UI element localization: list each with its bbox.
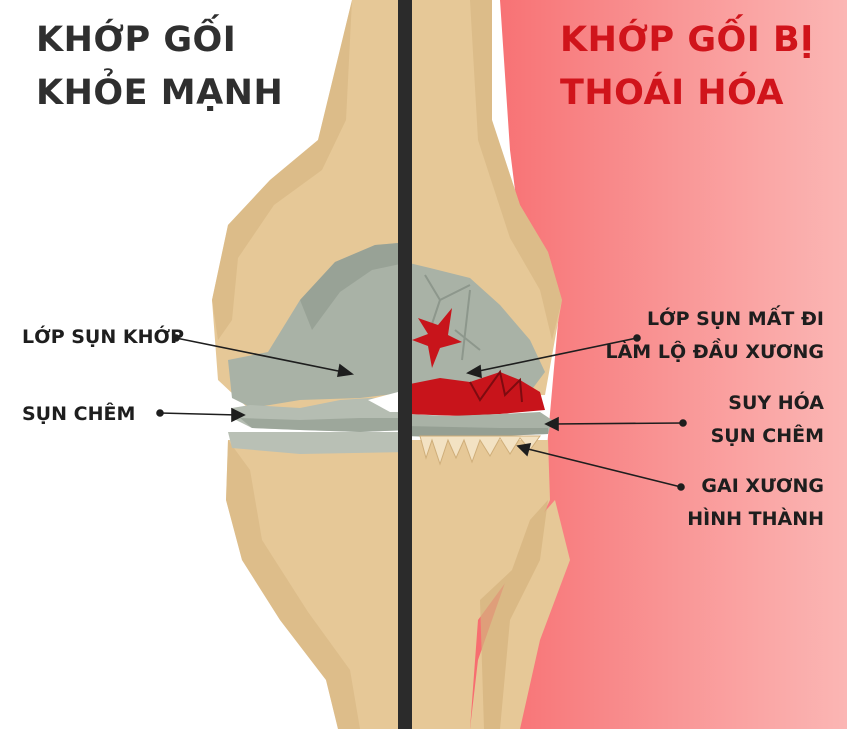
exposed-bone-damage (412, 308, 462, 368)
degenerated-knee (405, 0, 570, 729)
leader-lines (156, 334, 687, 491)
healthy-knee-title: KHỚP GỐI KHỎE MẠNH (36, 14, 283, 120)
label-bone-spurs-line-2: HÌNH THÀNH (687, 508, 824, 530)
healthy-tibia (226, 440, 405, 729)
label-bone-spurs: GAI XƯƠNG HÌNH THÀNH (687, 470, 824, 536)
label-cartilage-lost: LỚP SỤN MẤT ĐI LÀM LỘ ĐẦU XƯƠNG (606, 303, 825, 369)
center-divider (398, 0, 412, 729)
label-cartilage-lost-line-1: LỚP SỤN MẤT ĐI (646, 308, 824, 330)
label-joint-cartilage: LỚP SỤN KHỚP (22, 326, 185, 348)
exposed-bone-band (405, 372, 545, 416)
bone-spurs (419, 435, 541, 466)
label-meniscus-degeneration: SUY HÓA SỤN CHÊM (711, 387, 824, 453)
label-meniscus: SỤN CHÊM (22, 403, 136, 425)
healthy-knee (212, 0, 405, 729)
degenerated-title-line-1: KHỚP GỐI BỊ (560, 20, 814, 60)
label-meniscus-degeneration-line-1: SUY HÓA (728, 392, 824, 414)
degenerated-tibia (405, 440, 550, 729)
degenerated-knee-title: KHỚP GỐI BỊ THOÁI HÓA (560, 14, 814, 120)
healthy-title-line-2: KHỎE MẠNH (36, 73, 284, 113)
healthy-title-line-1: KHỚP GỐI (36, 20, 237, 60)
healthy-joint-cartilage (228, 242, 405, 408)
label-meniscus-degeneration-line-2: SỤN CHÊM (710, 425, 824, 447)
label-bone-spurs-line-1: GAI XƯƠNG (701, 475, 824, 497)
worn-cartilage (405, 262, 545, 392)
degenerated-title-line-2: THOÁI HÓA (560, 73, 784, 113)
label-cartilage-lost-line-2: LÀM LỘ ĐẦU XƯƠNG (605, 341, 825, 363)
